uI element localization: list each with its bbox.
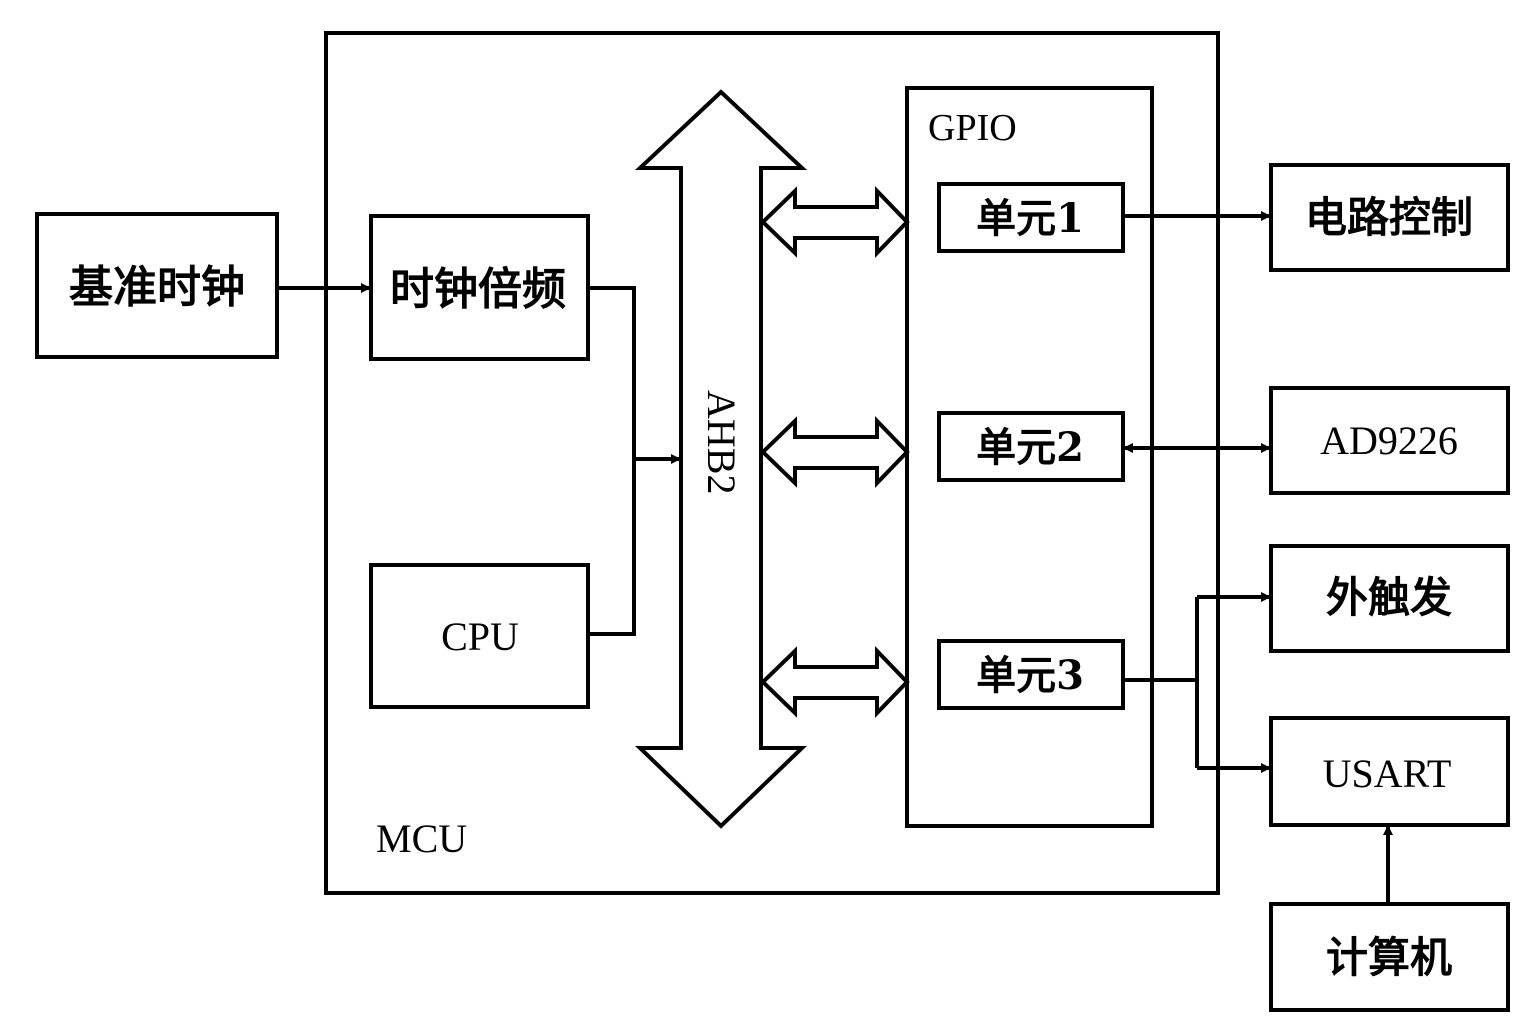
ref-clock-label: 基准时钟 xyxy=(69,262,245,313)
unit3-block xyxy=(937,639,1125,710)
usart-block xyxy=(1269,716,1510,827)
unit2-label: 单元2 xyxy=(976,424,1084,471)
unit3-label: 单元3 xyxy=(976,652,1084,699)
circuit-control-label: 电路控制 xyxy=(1305,193,1473,242)
ahb2-label: AHB2 xyxy=(699,390,744,494)
ahb2-bus-arrow xyxy=(634,89,808,829)
ref-clock-block xyxy=(35,212,279,359)
gpio-label: GPIO xyxy=(928,107,1017,149)
bus-link-unit2 xyxy=(760,416,910,488)
circuit-control-block xyxy=(1269,163,1510,272)
adc-label: AD9226 xyxy=(1320,418,1458,463)
ext-trigger-label: 外触发 xyxy=(1326,573,1452,622)
clock-mult-label: 时钟倍频 xyxy=(390,264,566,315)
bus-link-unit1 xyxy=(760,186,910,258)
bus-link-unit3 xyxy=(760,646,910,718)
cpu-label: CPU xyxy=(441,614,519,659)
clock-mult-block xyxy=(369,214,590,361)
unit2-block xyxy=(937,411,1125,482)
computer-label: 计算机 xyxy=(1326,933,1452,982)
cpu-block xyxy=(369,563,590,709)
ext-trigger-block xyxy=(1269,544,1510,653)
unit1-label: 单元1 xyxy=(976,195,1084,242)
adc-block xyxy=(1269,386,1510,495)
mcu-label: MCU xyxy=(376,816,467,861)
usart-label: USART xyxy=(1323,751,1452,796)
